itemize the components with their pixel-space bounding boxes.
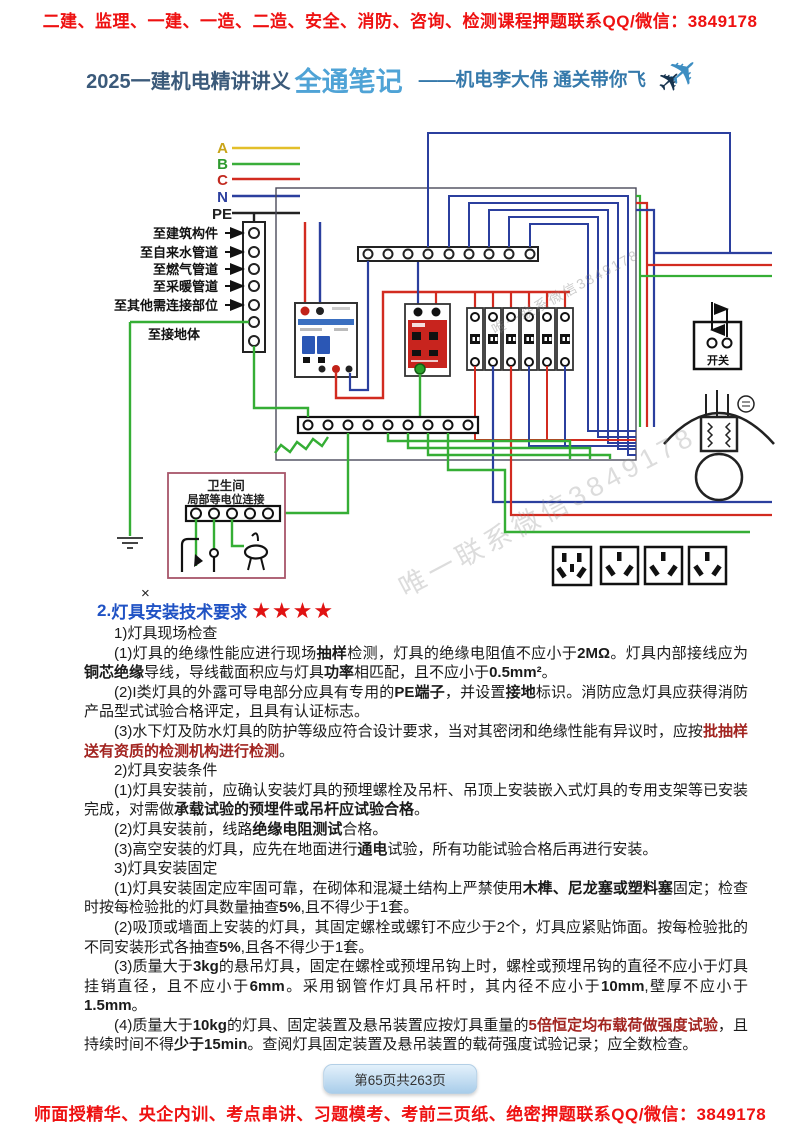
paragraph: (2)吸顶或墙面上安装的灯具，其固定螺栓或螺钉不应少于2个，灯具应紧贴饰面。按每… xyxy=(84,918,748,956)
bonding-labels: 至建筑构件 至自来水管道 至燃气管道 至采暖管道 至其他需连接部位 至接地体 xyxy=(114,226,218,342)
mcb-row xyxy=(466,292,574,371)
header-title-prefix: 2025一建机电精讲讲义 xyxy=(86,70,291,93)
header-title-suffix: ——机电李大伟 通关带你飞 xyxy=(418,69,646,90)
svg-text:至接地体: 至接地体 xyxy=(148,327,201,342)
paragraph: (3)高空安装的灯具，应先在地面进行通电试验，所有功能试验合格后再进行安装。 xyxy=(114,840,658,858)
phase-label-a: A xyxy=(217,140,228,157)
socket-3hole xyxy=(687,545,728,586)
socket-3hole xyxy=(643,545,684,586)
wiring-diagram: A B C N PE 至建筑构件 至自来 xyxy=(114,132,775,600)
svg-text:至自来水管道: 至自来水管道 xyxy=(140,245,218,260)
header-title-main: 全通笔记 xyxy=(294,66,403,97)
paragraph: (2)I类灯具的外露可导电部分应具有专用的PE端子，并设置接地标识。消防应急灯具… xyxy=(84,683,748,721)
bathroom-fixtures xyxy=(180,532,269,572)
bathroom-title: 卫生间 xyxy=(207,478,245,493)
paragraph: (1)灯具的绝缘性能应进行现场抽样检测，灯具的绝缘电阻值不应小于2MΩ。灯具内部… xyxy=(84,644,748,682)
paragraph: (3)水下灯及防水灯具的防护等级应符合设计要求，当对其密闭和绝缘性能有异议时，应… xyxy=(84,722,748,760)
document-header: 2025一建机电精讲讲义 全通笔记 ——机电李大伟 通关带你飞 ✈ ✈ xyxy=(0,46,800,102)
paragraph: 3)灯具安装固定 xyxy=(114,860,218,878)
bonding-terminal-strip xyxy=(225,221,266,353)
svg-text:至采暖管道: 至采暖管道 xyxy=(153,279,218,294)
paragraph: (1)灯具安装前，应确认安装灯具的预埋螺栓及吊杆、吊顶上安装嵌入式灯具的专用支架… xyxy=(84,781,748,819)
outgoing-feeders xyxy=(636,194,772,427)
neutral-bus xyxy=(357,246,539,262)
socket-outlets xyxy=(551,545,728,587)
phase-label-c: C xyxy=(217,172,228,189)
phase-bus-wires xyxy=(334,261,570,400)
socket-3hole xyxy=(599,545,640,586)
ground-symbol xyxy=(117,537,143,549)
paragraph: (2)灯具安装前，线路绝缘电阻测试合格。 xyxy=(114,820,388,838)
pe-wires xyxy=(128,320,750,536)
airplane-icon: ✈ ✈ xyxy=(650,46,710,102)
bathroom-subtitle: 局部等电位连接 xyxy=(187,492,265,506)
phase-lines xyxy=(232,146,300,222)
socket-5hole xyxy=(551,545,593,587)
paragraph: (1)灯具安装固定应牢固可靠，在砌体和混凝土结构上严禁使用木榫、尼龙塞或塑料塞固… xyxy=(84,879,748,917)
promo-banner-bottom: 师面授精华、央企内训、考点串讲、习题模考、考前三页纸、绝密押题联系QQ/微信：3… xyxy=(33,1105,767,1124)
svg-text:至其他需连接部位: 至其他需连接部位 xyxy=(114,298,218,313)
wall-switch: 开关 xyxy=(692,302,743,371)
cross-mark: × xyxy=(141,585,150,600)
page-indicator: 第65页共263页 xyxy=(323,1064,477,1094)
main-breaker xyxy=(294,222,358,378)
phase-labels: A B C N PE xyxy=(212,140,232,223)
phase-label-n: N xyxy=(217,189,228,206)
switch-label: 开关 xyxy=(707,353,729,367)
paragraph: (4)质量大于10kg的灯具、固定装置及悬吊装置应按灯具重量的5倍恒定均布载荷做… xyxy=(84,1016,748,1054)
paragraph: (3)质量大于3kg的悬吊灯具，固定在螺栓或预埋吊钩上时，螺栓或预埋吊钩的直径不… xyxy=(84,958,748,1015)
importance-stars: ★★★★ xyxy=(251,597,335,623)
content: 1)灯具现场检查 (1)灯具的绝缘性能应进行现场抽样检测，灯具的绝缘电阻值不应小于… xyxy=(84,624,748,1055)
section-number: 2. xyxy=(97,600,112,620)
surge-protector xyxy=(404,262,451,417)
paragraph: 1)灯具现场检查 xyxy=(114,625,218,642)
paragraph: 2)灯具安装条件 xyxy=(114,762,218,780)
svg-text:至建筑构件: 至建筑构件 xyxy=(153,226,218,241)
pe-bus xyxy=(296,415,480,435)
bathroom-bonding-box: 卫生间 局部等电位连接 xyxy=(167,472,286,579)
distribution-box xyxy=(275,187,637,461)
section-title-text: 灯具安装技术要求 xyxy=(111,603,248,622)
neutral-loop-wires xyxy=(427,132,731,456)
pendant-lamp xyxy=(663,390,775,502)
phase-label-pe: PE xyxy=(212,206,232,223)
section-heading: 2.灯具安装技术要求 ★★★★ xyxy=(97,598,334,623)
svg-text:至燃气管道: 至燃气管道 xyxy=(153,262,218,277)
phase-label-b: B xyxy=(217,156,228,173)
promo-banner-top: 二建、监理、一建、一造、二造、安全、消防、咨询、检测课程押题联系QQ/微信：38… xyxy=(42,12,758,31)
